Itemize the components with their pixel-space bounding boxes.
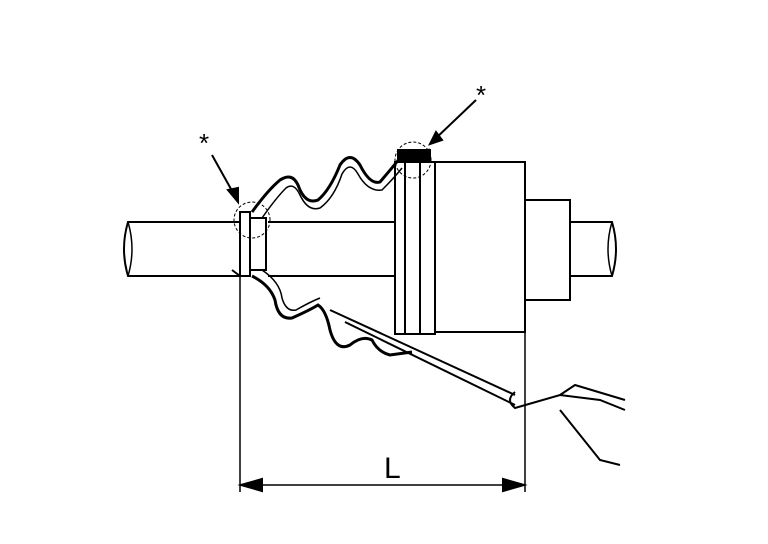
right-boot-clamp bbox=[394, 149, 436, 335]
left-boot-clamp bbox=[231, 211, 267, 277]
joint-housing bbox=[434, 161, 571, 333]
left-shaft bbox=[123, 221, 240, 277]
right-shaft bbox=[570, 221, 617, 277]
dimension-label: L bbox=[384, 452, 401, 485]
boot-lower-convolutions bbox=[251, 269, 413, 357]
dimension-L bbox=[237, 276, 528, 493]
highlight-circles bbox=[233, 141, 432, 239]
marker-arrows bbox=[211, 99, 477, 205]
boot-upper-convolutions bbox=[250, 148, 431, 219]
inner-shaft-section bbox=[268, 221, 395, 277]
marker-left-asterisk: * bbox=[199, 128, 210, 158]
screwdriver-tool bbox=[329, 309, 626, 466]
marker-right-asterisk: * bbox=[476, 80, 487, 110]
